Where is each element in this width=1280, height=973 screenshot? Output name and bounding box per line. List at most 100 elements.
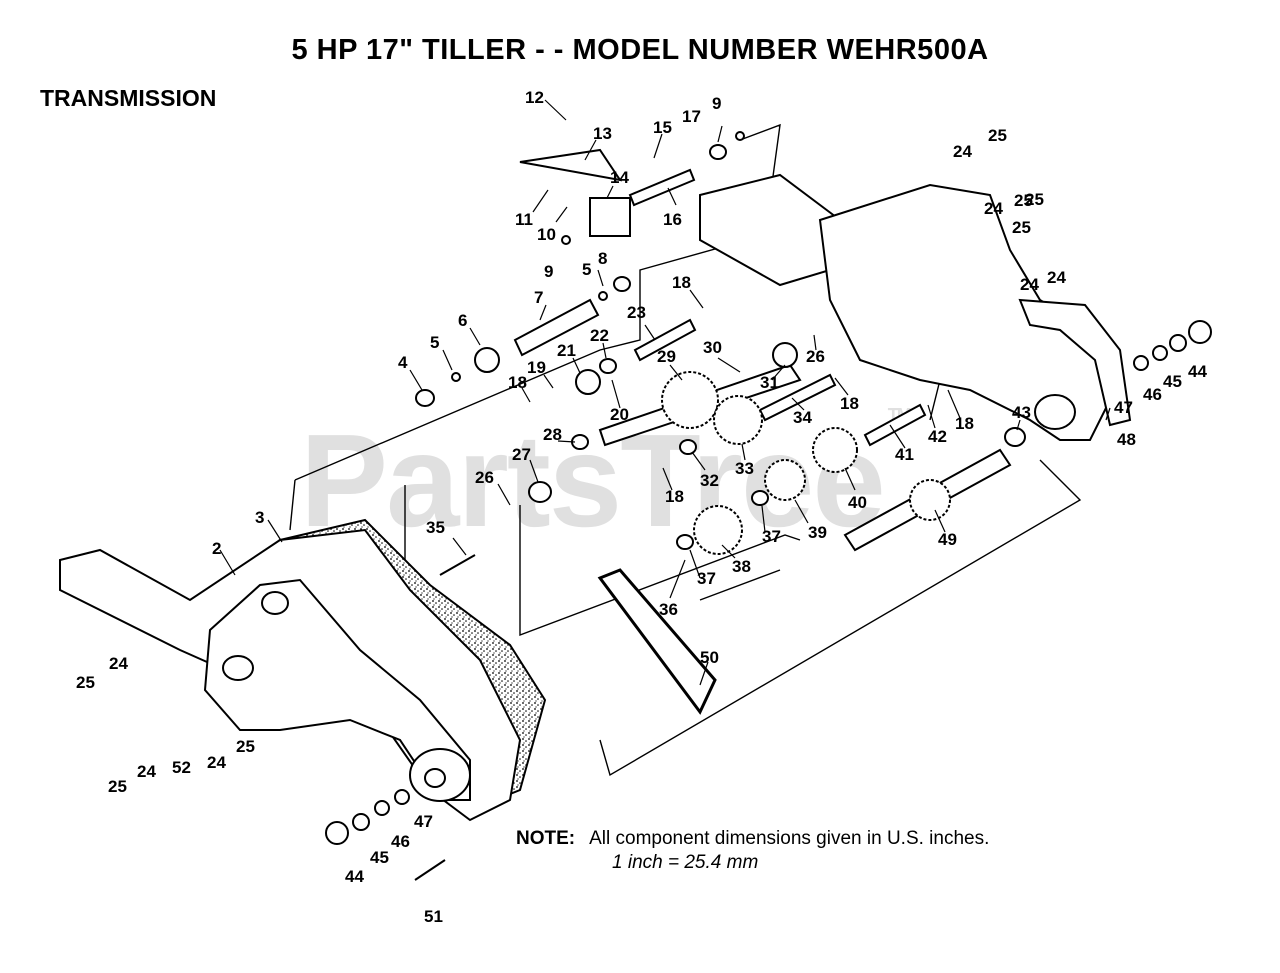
- bushing-37b: [751, 490, 769, 506]
- callout: 44: [1188, 362, 1207, 381]
- callout: 46: [391, 832, 410, 851]
- callout: 36: [659, 600, 678, 619]
- callout: 3: [255, 508, 264, 527]
- shaft-34: [758, 373, 837, 422]
- callout: 25: [1012, 218, 1031, 237]
- callout: 38: [732, 557, 751, 576]
- callout: 25: [1025, 190, 1044, 209]
- bearing-44-right: [1188, 320, 1212, 344]
- callout: 37: [762, 527, 781, 546]
- shaft-16: [628, 168, 696, 207]
- callout: 7: [534, 288, 543, 307]
- callout: 41: [895, 445, 914, 464]
- housing-right-pulley: [1034, 394, 1076, 430]
- callout: 2: [212, 539, 221, 558]
- right-housing: [699, 173, 1132, 441]
- bolt-35: [439, 554, 476, 576]
- housing-right-half: [818, 183, 1112, 441]
- washer-5a: [451, 372, 461, 382]
- housing-half-inner: [203, 578, 471, 801]
- callout: 6: [458, 311, 467, 330]
- callout: 5: [582, 260, 591, 279]
- housing-right-belt-guard: [1018, 298, 1132, 427]
- drive-chain: [597, 568, 717, 715]
- callout: 18: [955, 414, 974, 433]
- callout: 34: [793, 408, 812, 427]
- callout: 5: [430, 333, 439, 352]
- housing-bore-upper: [261, 591, 289, 615]
- sprocket-49: [909, 479, 951, 521]
- callout: 35: [426, 518, 445, 537]
- callout: 25: [1014, 191, 1033, 210]
- washer-45-left: [352, 813, 370, 831]
- callout: 28: [543, 425, 562, 444]
- callout: 23: [627, 303, 646, 322]
- callout: 44: [345, 867, 364, 886]
- gear-31: [772, 342, 798, 368]
- sprocket-29: [661, 371, 719, 429]
- callout: 25: [108, 777, 127, 796]
- callout: 52: [172, 758, 191, 777]
- callout: 24: [984, 199, 1003, 218]
- callout-labels: 12 13 15 17 9 14 11 10 16 9 8 5 7 18 23 …: [76, 88, 1207, 926]
- washer-47-right: [1133, 355, 1149, 371]
- sprocket-39: [764, 459, 806, 501]
- shaft-41: [863, 403, 927, 447]
- callout: 20: [610, 405, 629, 424]
- callout: 45: [1163, 372, 1182, 391]
- callout: 48: [1117, 430, 1136, 449]
- bracket-14: [589, 197, 631, 237]
- callout: 4: [398, 353, 408, 372]
- callout: 25: [988, 126, 1007, 145]
- left-housing: [59, 518, 547, 822]
- callout: 24: [1020, 275, 1039, 294]
- hardware: [325, 131, 1212, 881]
- washer-9b: [561, 235, 571, 245]
- gear-21: [575, 369, 601, 395]
- note-line-2: 1 inch = 25.4 mm: [612, 852, 759, 873]
- bearing-44-left: [325, 821, 349, 845]
- note-label: NOTE:: [516, 828, 576, 849]
- callout: 39: [808, 523, 827, 542]
- dimension-note: NOTE:All component dimensions given in U…: [516, 828, 989, 873]
- callout: 45: [370, 848, 389, 867]
- callout: 19: [527, 358, 546, 377]
- callout: 22: [590, 326, 609, 345]
- callout: 50: [700, 648, 719, 667]
- callout: 40: [848, 493, 867, 512]
- sprocket-40: [812, 427, 858, 473]
- bushing-27: [528, 481, 552, 503]
- bushing-22: [599, 358, 617, 374]
- callout: 16: [663, 210, 682, 229]
- bushing-17: [709, 144, 727, 160]
- callout: 9: [712, 94, 721, 113]
- callout: 18: [672, 273, 691, 292]
- gear-6: [474, 347, 500, 373]
- callout: 18: [665, 487, 684, 506]
- callout: 10: [537, 225, 556, 244]
- callout: 33: [735, 459, 754, 478]
- callout: 46: [1143, 385, 1162, 404]
- housing-cover: [699, 173, 842, 287]
- callout: 18: [508, 373, 527, 392]
- plate-13: [519, 148, 623, 182]
- washer-45-right: [1169, 334, 1187, 352]
- callout: 31: [760, 373, 779, 392]
- page-title: 5 HP 17" TILLER - - MODEL NUMBER WEHR500…: [291, 34, 989, 66]
- callout: 13: [593, 124, 612, 143]
- callout: 25: [236, 737, 255, 756]
- callout: 47: [1114, 398, 1133, 417]
- bushing-4: [415, 389, 435, 407]
- callout: 37: [697, 569, 716, 588]
- callout: 49: [938, 530, 957, 549]
- bushing-43: [1004, 427, 1026, 447]
- sprocket-38: [693, 505, 743, 555]
- housing-pulley-hub: [424, 768, 446, 788]
- callout: 29: [657, 347, 676, 366]
- section-title: TRANSMISSION: [40, 85, 217, 111]
- callout: 26: [475, 468, 494, 487]
- shaft-7: [513, 298, 600, 357]
- callout: 32: [700, 471, 719, 490]
- bushing-32: [679, 439, 697, 455]
